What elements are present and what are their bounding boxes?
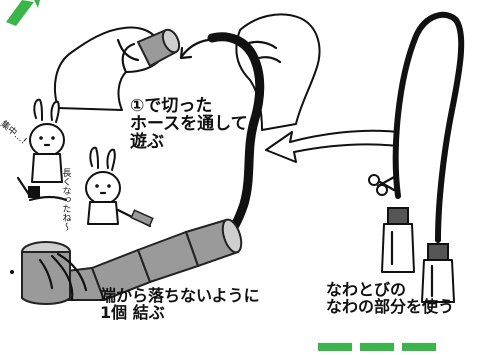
direction-arrow-icon [180, 38, 210, 58]
step-caption: ①で切った ホースを通して 遊ぶ [130, 96, 248, 152]
rope-handle-right-icon [421, 243, 455, 303]
hanging-rope-cord [392, 11, 465, 243]
bunny-left-icon [16, 98, 68, 202]
knot-caption: 端から落ちないように 1個 結ぶ [100, 286, 260, 322]
bunny-right-speech: 長くなったね〜 [60, 168, 71, 231]
green-accent-mark [6, 0, 40, 26]
arrow-head-icon [179, 46, 193, 60]
big-arrow-icon [265, 129, 399, 163]
left-hand-icon [53, 26, 161, 111]
rope-handle-left-icon [381, 207, 415, 273]
knot-end-icon [21, 241, 88, 305]
hose-piece-icon [136, 28, 181, 68]
jump-rope-cord [207, 32, 265, 243]
right-hand-icon [235, 13, 321, 131]
scissors-icon [368, 174, 398, 196]
rope-caption: なわとびの なわの部分を使う [326, 280, 455, 316]
green-bottom-tabs [318, 343, 436, 351]
bunny-right-icon [85, 146, 154, 228]
small-dot-mark [10, 270, 14, 274]
